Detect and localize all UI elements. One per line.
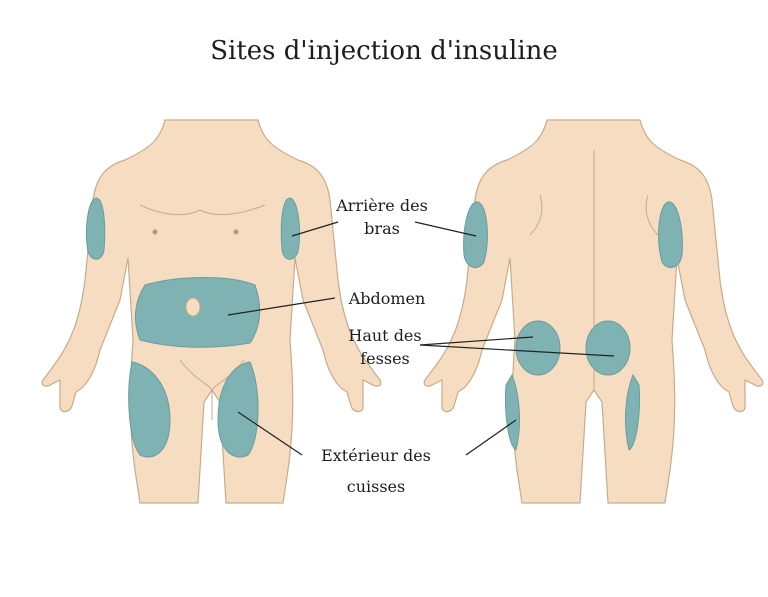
front-left-thigh-site	[128, 361, 171, 458]
label-abdomen: Abdomen	[332, 287, 442, 310]
back-right-buttock-site	[585, 320, 631, 376]
leader-thigh-front	[237, 411, 303, 456]
front-left-arm-site	[85, 197, 106, 260]
label-arms: Arrière des bras	[322, 194, 442, 240]
leader-thigh-back	[465, 419, 517, 456]
front-right-arm-site	[280, 197, 301, 260]
label-thighs-line1: Extérieur des	[321, 446, 431, 465]
label-arms-line1: Arrière des	[336, 196, 428, 215]
back-right-arm-site	[658, 201, 683, 269]
leader-buttock-right	[419, 344, 615, 357]
front-right-thigh-site	[217, 361, 259, 458]
label-buttocks-line1: Haut des	[348, 326, 422, 345]
leader-abdomen	[227, 297, 336, 316]
label-abdomen-text: Abdomen	[348, 289, 426, 308]
leader-arm-front	[291, 221, 339, 237]
leader-arm-back	[414, 221, 477, 237]
leader-buttock-left	[419, 336, 534, 346]
front-nipple-left	[152, 229, 158, 235]
back-left-arm-site	[463, 201, 488, 269]
back-left-buttock-site	[515, 320, 561, 376]
back-left-thigh-site	[505, 373, 520, 451]
back-blade-left	[529, 194, 543, 236]
page-title: Sites d'injection d'insuline	[210, 36, 558, 66]
label-thighs-line2: cuisses	[346, 477, 406, 496]
back-right-thigh-site	[625, 373, 640, 451]
label-thighs: Extérieur des cuisses	[306, 440, 446, 502]
label-buttocks-line2: fesses	[360, 349, 410, 368]
navel	[185, 297, 201, 317]
label-buttocks: Haut des fesses	[330, 324, 440, 370]
front-chest-line	[139, 204, 266, 215]
front-nipple-right	[233, 229, 239, 235]
label-arms-line2: bras	[364, 219, 400, 238]
back-blade-right	[645, 194, 659, 236]
